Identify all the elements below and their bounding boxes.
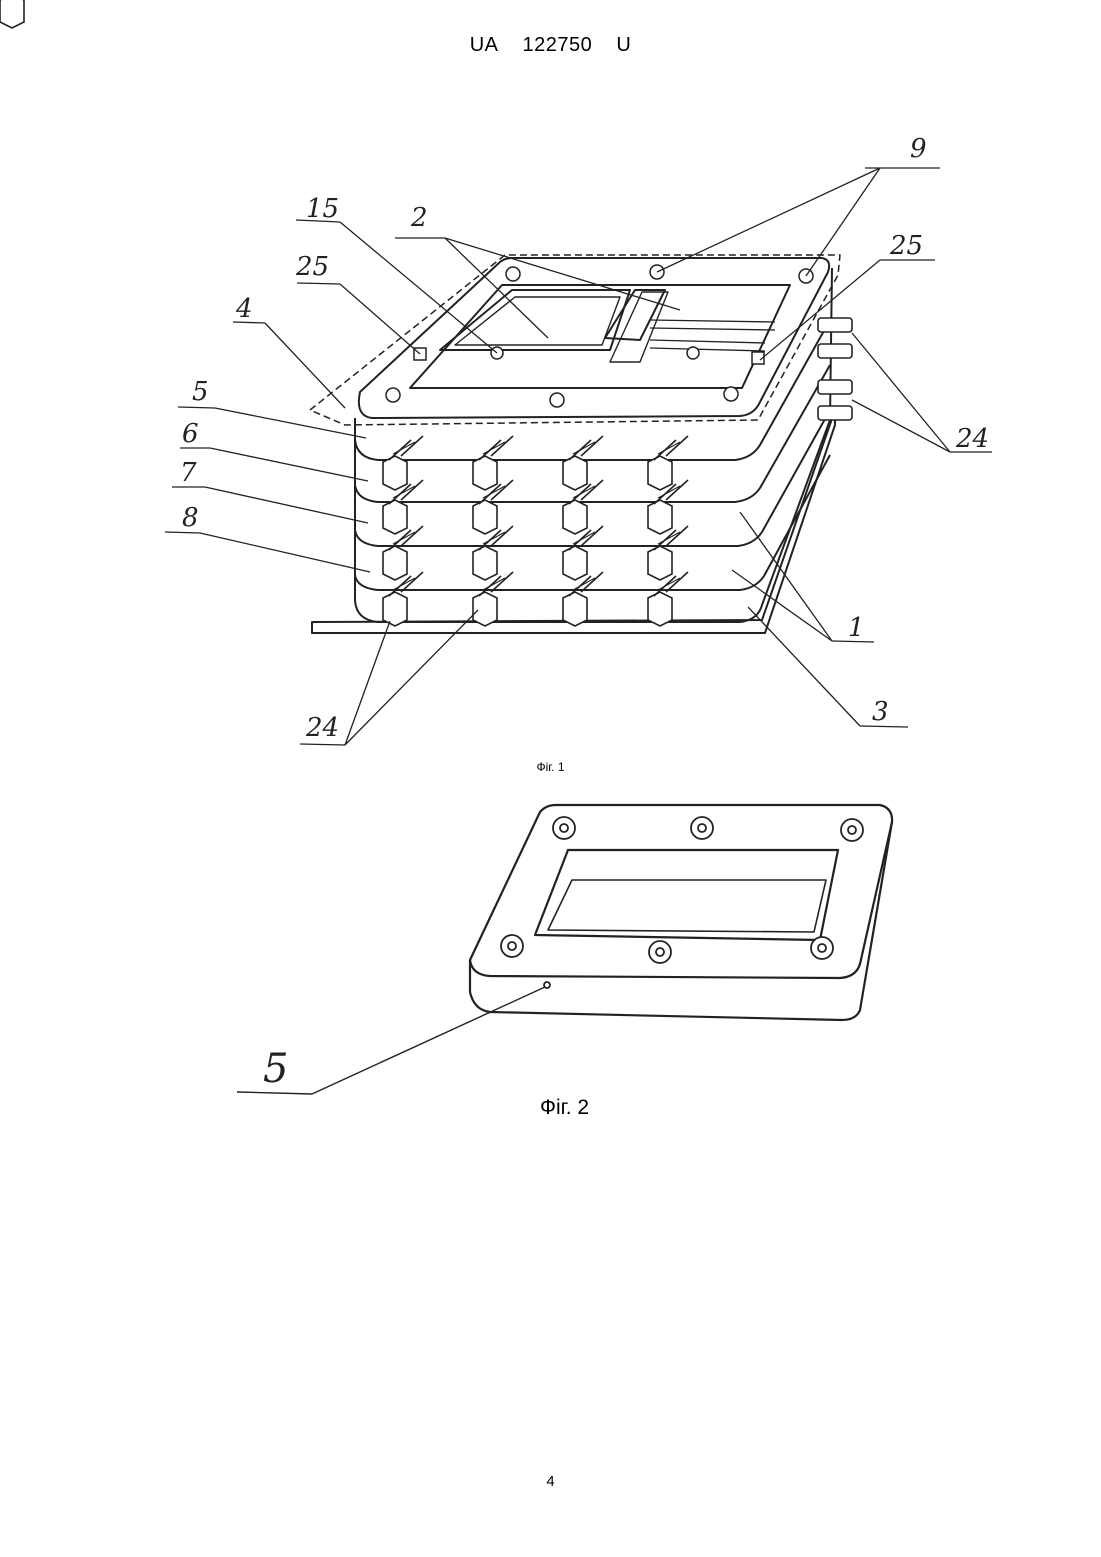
figure-1-caption: Фіг. 1 xyxy=(0,760,1101,774)
threaded-rods xyxy=(650,320,775,351)
label-3: 3 xyxy=(872,697,889,727)
bolt-grid xyxy=(0,0,688,626)
label-8: 8 xyxy=(182,503,199,533)
frame-nuts xyxy=(501,817,863,988)
frame-window-outer xyxy=(535,850,838,940)
top-nuts xyxy=(386,265,813,407)
label-15: 15 xyxy=(306,194,339,224)
frame-outline xyxy=(470,805,892,1020)
ring-8 xyxy=(355,455,830,590)
label-6: 6 xyxy=(182,419,199,449)
frame-window-inner xyxy=(548,880,826,932)
label-1: 1 xyxy=(848,613,865,643)
label-25-left: 25 xyxy=(295,252,329,282)
label-5-fig2: 5 xyxy=(263,1046,288,1092)
figure-2-caption: Фіг. 2 xyxy=(540,1096,589,1120)
figure-1-drawing: 9 15 2 25 4 5 6 7 8 24 24 25 1 3 xyxy=(0,0,1101,780)
ring-6 xyxy=(355,365,830,502)
label-25-right: 25 xyxy=(889,231,923,261)
inner-window xyxy=(440,290,630,350)
ring-5 xyxy=(355,320,830,460)
label-24-bottom: 24 xyxy=(305,713,339,743)
figure-2-leader xyxy=(237,987,545,1094)
label-24-right: 24 xyxy=(955,424,989,454)
figure-1-labels: 9 15 2 25 4 5 6 7 8 24 24 25 1 3 xyxy=(180,134,989,743)
label-4: 4 xyxy=(235,294,253,324)
label-7: 7 xyxy=(180,458,197,488)
label-2: 2 xyxy=(410,203,428,233)
top-frame-inner xyxy=(410,285,790,388)
top-frame xyxy=(359,258,829,418)
ring-7 xyxy=(355,410,830,546)
frame-top-edge xyxy=(470,822,892,978)
label-9: 9 xyxy=(910,134,927,164)
page-number: 4 xyxy=(0,1473,1101,1490)
label-5: 5 xyxy=(192,377,209,407)
